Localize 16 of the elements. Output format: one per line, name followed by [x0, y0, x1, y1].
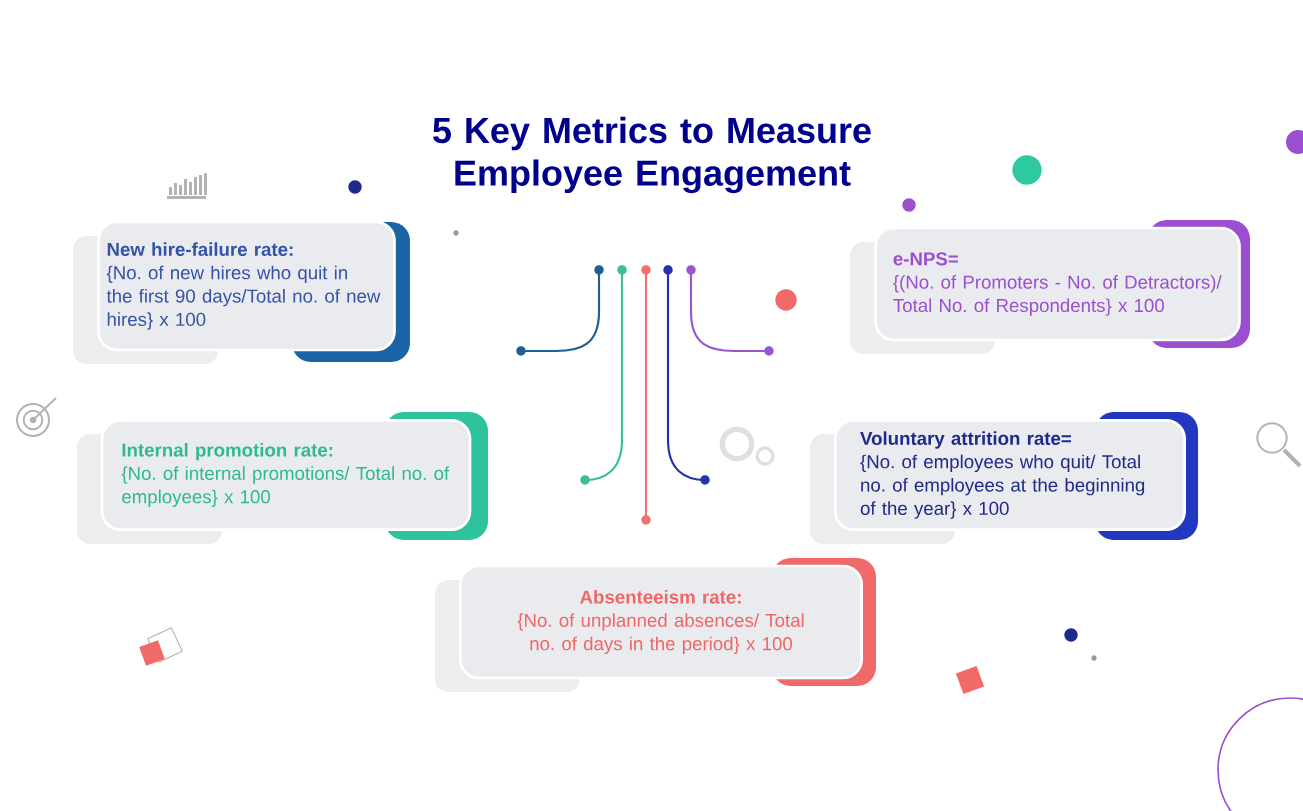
node-label: e-NPS= [893, 252, 958, 266]
node-label: {No. of employees who quit/ Total no. of employees at the beginning of the year} x 100 [860, 454, 1145, 519]
title: 5 Key Metrics to Measure Employee Engagement [433, 116, 871, 194]
node-label: Internal promotion rate: [122, 442, 333, 461]
node-label: {No. of unplanned absences/ Total no. of days in the period} x 100 [517, 613, 804, 655]
metric-card [97, 220, 396, 352]
metric-card [459, 564, 863, 680]
node-label: Voluntary attrition rate= [860, 431, 1071, 449]
metric-card [834, 419, 1186, 531]
node-label: {(No. of Promoters - No. of Detractors)/ Total No. of Respondents} x 100 [893, 275, 1222, 316]
node-label: Absenteeism rate: [580, 589, 741, 604]
node-label: New hire-failure rate: [107, 242, 293, 257]
metric-card [874, 226, 1241, 342]
metric-card [100, 419, 472, 531]
node-label: {No. of new hires who quit in the first 90 days/Total no. of new hires} x 100 [106, 265, 381, 330]
node-label: {No. of internal promotions/ Total no. of employees} x 100 [121, 466, 450, 508]
